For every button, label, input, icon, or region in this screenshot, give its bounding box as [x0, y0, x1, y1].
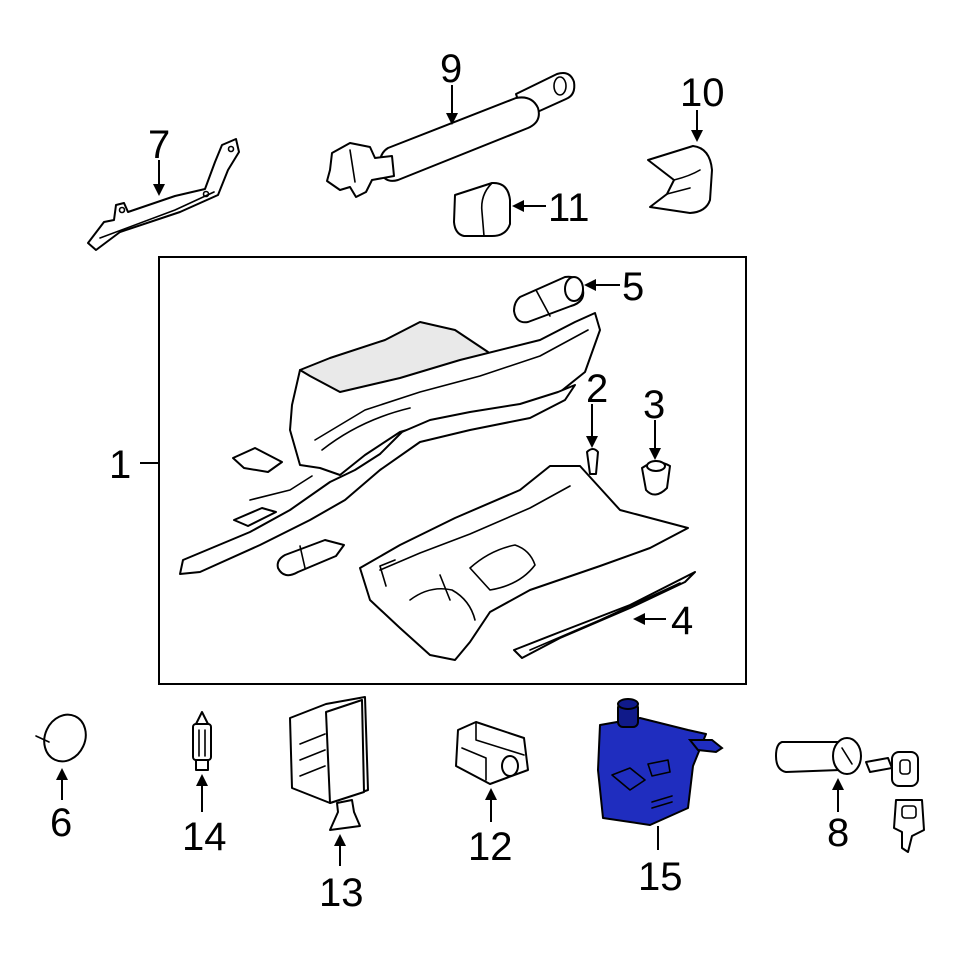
callout-3: 3 — [643, 383, 665, 427]
part-7-bracket[interactable] — [87, 138, 240, 251]
callout-8: 8 — [827, 811, 849, 855]
assembly-frame — [158, 256, 747, 685]
part-6-cap[interactable] — [35, 708, 93, 768]
callout-1: 1 — [109, 443, 131, 487]
part-14-bulb[interactable] — [192, 711, 212, 771]
callout-6: 6 — [50, 801, 72, 845]
part-2-pin[interactable] — [586, 448, 599, 475]
part-9-strut[interactable] — [326, 72, 576, 198]
callout-10: 10 — [680, 71, 725, 115]
part-13-latch[interactable] — [289, 696, 369, 831]
callout-7: 7 — [148, 123, 170, 167]
callout-11: 11 — [548, 186, 590, 230]
part-1-glove-box-housing[interactable] — [179, 312, 601, 577]
callout-14: 14 — [182, 815, 227, 859]
part-4-seal-strip[interactable] — [513, 571, 696, 659]
part-3-stop[interactable] — [641, 460, 671, 496]
callout-13: 13 — [319, 871, 364, 915]
leader-lines — [56, 85, 844, 866]
part-15-actuator[interactable] — [597, 698, 724, 826]
part-12-switch[interactable] — [455, 721, 529, 785]
callout-15: 15 — [638, 855, 683, 899]
part-10-trim-piece[interactable] — [647, 145, 713, 214]
callout-9: 9 — [440, 47, 462, 91]
part-11-bumper[interactable] — [453, 181, 511, 237]
callout-4: 4 — [671, 599, 693, 643]
callout-12: 12 — [468, 825, 513, 869]
callout-5: 5 — [622, 265, 644, 309]
glove-box-door[interactable] — [359, 465, 689, 661]
callout-2: 2 — [586, 367, 608, 411]
part-8-lock-cylinder[interactable] — [775, 737, 925, 853]
part-5-socket[interactable] — [513, 275, 585, 324]
